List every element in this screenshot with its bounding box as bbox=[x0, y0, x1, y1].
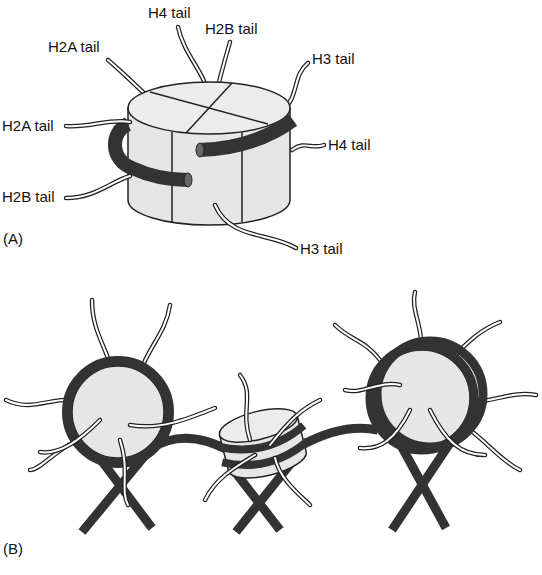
tail-label: H4 tail bbox=[148, 4, 191, 22]
drawing-part bbox=[184, 173, 192, 187]
drawing-part bbox=[360, 410, 410, 448]
drawing-part bbox=[215, 205, 296, 248]
drawing-part bbox=[115, 124, 188, 180]
drawing-part bbox=[66, 176, 130, 198]
drawing-part bbox=[128, 82, 290, 134]
tail-label: H2A tail bbox=[48, 38, 100, 56]
drawing-part bbox=[218, 42, 230, 86]
drawing-part bbox=[205, 455, 255, 500]
drawing-part bbox=[270, 400, 320, 445]
drawing-part bbox=[120, 440, 128, 505]
tail-label: H2B tail bbox=[2, 188, 55, 206]
drawing-part bbox=[240, 375, 250, 440]
drawing-part bbox=[72, 366, 164, 458]
drawing-part bbox=[108, 60, 145, 94]
nucleosome-face bbox=[370, 341, 483, 450]
drawing-part bbox=[345, 384, 400, 391]
drawing-part bbox=[6, 400, 72, 405]
tails-a-front bbox=[66, 121, 324, 248]
drawing-part bbox=[335, 325, 380, 360]
drawing-part bbox=[345, 384, 400, 391]
tail-label: H2A tail bbox=[2, 117, 54, 135]
drawing-part bbox=[140, 305, 170, 372]
drawing-part bbox=[40, 420, 100, 452]
drawing-part bbox=[370, 346, 474, 450]
drawing-part bbox=[302, 428, 378, 445]
dna-ends bbox=[184, 143, 204, 187]
drawing-part bbox=[66, 121, 130, 126]
drawing-part bbox=[275, 458, 310, 505]
drawing-part bbox=[66, 121, 130, 126]
tail-label: H3 tail bbox=[312, 50, 355, 68]
drawing-part bbox=[66, 176, 130, 198]
drawing-part bbox=[40, 420, 100, 452]
drawing-part bbox=[470, 430, 520, 470]
tail-label: H4 tail bbox=[328, 136, 371, 154]
nucleosome-face bbox=[67, 361, 169, 463]
drawing-part bbox=[275, 458, 310, 505]
panel-letter: (B) bbox=[3, 540, 23, 558]
drawing-part bbox=[240, 375, 250, 440]
dna-wrap bbox=[115, 120, 293, 180]
drawing-part bbox=[218, 42, 230, 86]
drawing-part bbox=[292, 145, 324, 150]
drawing-part bbox=[335, 325, 380, 360]
drawing-part bbox=[6, 400, 72, 405]
drawing-part bbox=[130, 408, 215, 426]
drawing-part bbox=[67, 361, 169, 463]
drawing-part bbox=[120, 440, 128, 505]
tail-label: H2B tail bbox=[205, 20, 258, 38]
tails-b bbox=[6, 292, 536, 470]
drawing-part bbox=[108, 60, 145, 94]
tails-b-front bbox=[40, 375, 485, 505]
drawing-part bbox=[470, 430, 520, 470]
drawing-part bbox=[292, 145, 324, 150]
drawing-part bbox=[270, 400, 320, 445]
drawing-part bbox=[360, 410, 410, 448]
drawing-part bbox=[430, 410, 485, 455]
drawing-part bbox=[200, 120, 293, 150]
drawing-part bbox=[430, 410, 485, 455]
drawing-part bbox=[215, 205, 296, 248]
drawing-part bbox=[196, 143, 204, 157]
drawing-part bbox=[186, 83, 232, 133]
drawing-part bbox=[205, 455, 255, 500]
drawing-part bbox=[130, 408, 215, 426]
tail-label: H3 tail bbox=[300, 240, 343, 258]
panel-letter: (A) bbox=[3, 230, 23, 248]
drawing-part bbox=[140, 305, 170, 372]
